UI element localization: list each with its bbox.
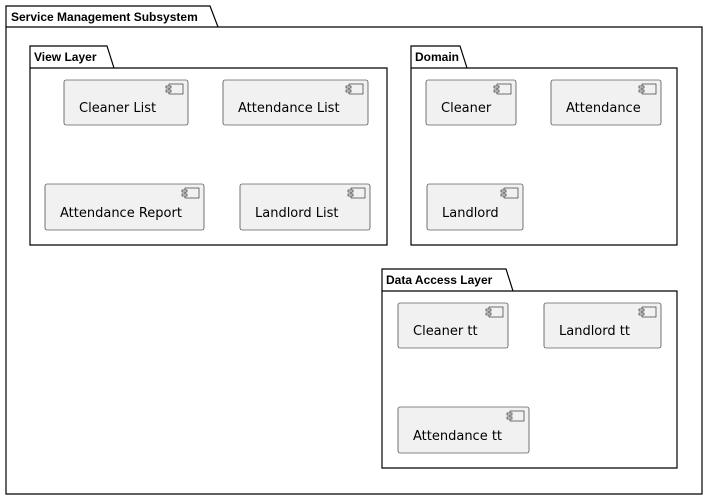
component-icon bbox=[485, 306, 504, 318]
component-label: Cleaner List bbox=[79, 101, 156, 116]
component-icon bbox=[638, 83, 657, 95]
component-icon bbox=[493, 83, 512, 95]
component-label: Cleaner tt bbox=[413, 324, 478, 339]
package-view-layer: View Layer Cleaner List Attendance List bbox=[29, 45, 388, 246]
package-title: View Layer bbox=[34, 50, 97, 64]
component-icon bbox=[500, 187, 519, 199]
component-cleaner-list: Cleaner List bbox=[63, 79, 189, 126]
component-label: Landlord tt bbox=[559, 324, 630, 339]
component-cleaner: Cleaner bbox=[425, 79, 517, 126]
component-icon bbox=[506, 410, 525, 422]
component-label: Landlord bbox=[442, 206, 499, 221]
component-icon bbox=[181, 187, 200, 199]
component-attendance-tt: Attendance tt bbox=[397, 406, 530, 454]
component-label: Cleaner bbox=[441, 101, 492, 116]
component-label: Attendance Report bbox=[60, 206, 182, 221]
component-icon bbox=[347, 187, 366, 199]
component-cleaner-tt: Cleaner tt bbox=[397, 302, 509, 349]
component-label: Attendance tt bbox=[413, 429, 502, 444]
package-domain: Domain Cleaner Attendance bbox=[410, 45, 678, 246]
component-icon bbox=[165, 83, 184, 95]
component-label: Attendance bbox=[566, 101, 641, 116]
package-title: Service Management Subsystem bbox=[11, 10, 198, 24]
component-landlord-tt: Landlord tt bbox=[543, 302, 662, 349]
package-title: Data Access Layer bbox=[386, 273, 493, 287]
package-title: Domain bbox=[415, 50, 459, 64]
component-icon bbox=[345, 83, 364, 95]
component-landlord-list: Landlord List bbox=[239, 183, 371, 231]
component-landlord: Landlord bbox=[426, 183, 524, 231]
package-data-access-layer: Data Access Layer Cleaner tt Landlord tt bbox=[381, 268, 678, 469]
component-icon bbox=[638, 306, 657, 318]
component-attendance-report: Attendance Report bbox=[44, 183, 205, 231]
component-label: Attendance List bbox=[238, 101, 340, 116]
component-attendance-list: Attendance List bbox=[222, 79, 369, 126]
component-attendance: Attendance bbox=[550, 79, 662, 126]
component-label: Landlord List bbox=[255, 206, 339, 221]
